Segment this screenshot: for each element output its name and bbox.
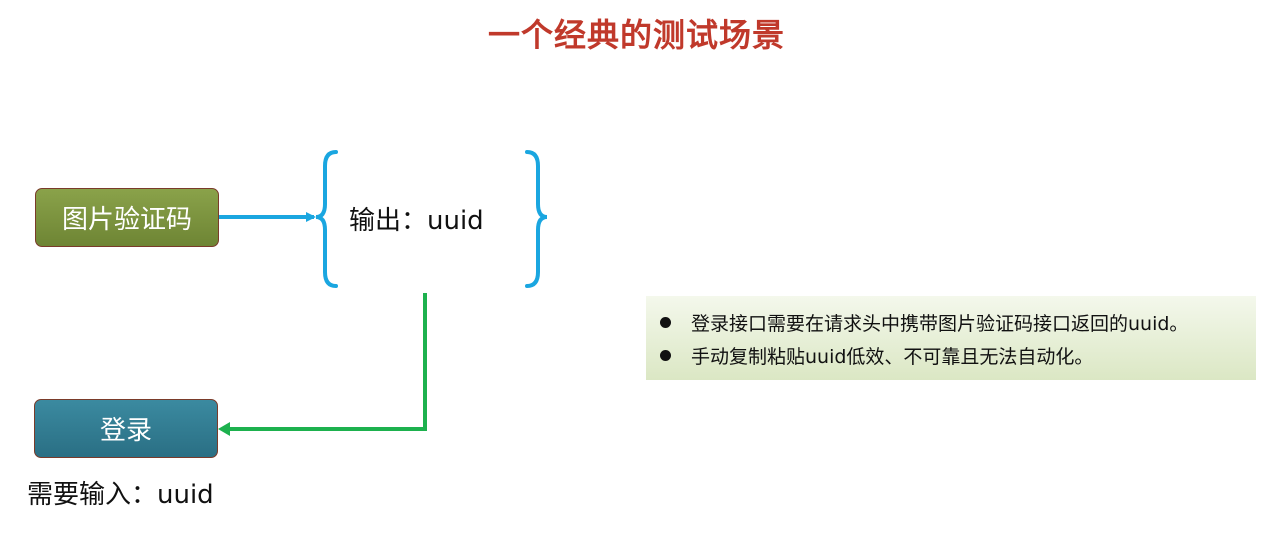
left-brace (315, 150, 338, 288)
note-text: 登录接口需要在请求头中携带图片验证码接口返回的uuid。 (691, 313, 1189, 335)
output-label: 输出：uuid (349, 206, 484, 236)
list-item: 手动复制粘贴uuid低效、不可靠且无法自动化。 (660, 339, 1256, 372)
login-box: 登录 (34, 399, 218, 458)
list-item: 登录接口需要在请求头中携带图片验证码接口返回的uuid。 (660, 306, 1256, 339)
bullet-icon (660, 350, 671, 361)
green-arrow (230, 293, 427, 431)
page-title: 一个经典的测试场景 (487, 16, 785, 54)
input-label: 需要输入：uuid (27, 480, 214, 510)
bullet-icon (660, 317, 671, 328)
note-text: 手动复制粘贴uuid低效、不可靠且无法自动化。 (691, 346, 1094, 368)
notes-panel: 登录接口需要在请求头中携带图片验证码接口返回的uuid。 手动复制粘贴uuid低… (646, 296, 1256, 380)
right-brace (525, 150, 548, 288)
green-arrowhead (218, 422, 230, 436)
captcha-box: 图片验证码 (35, 188, 219, 247)
